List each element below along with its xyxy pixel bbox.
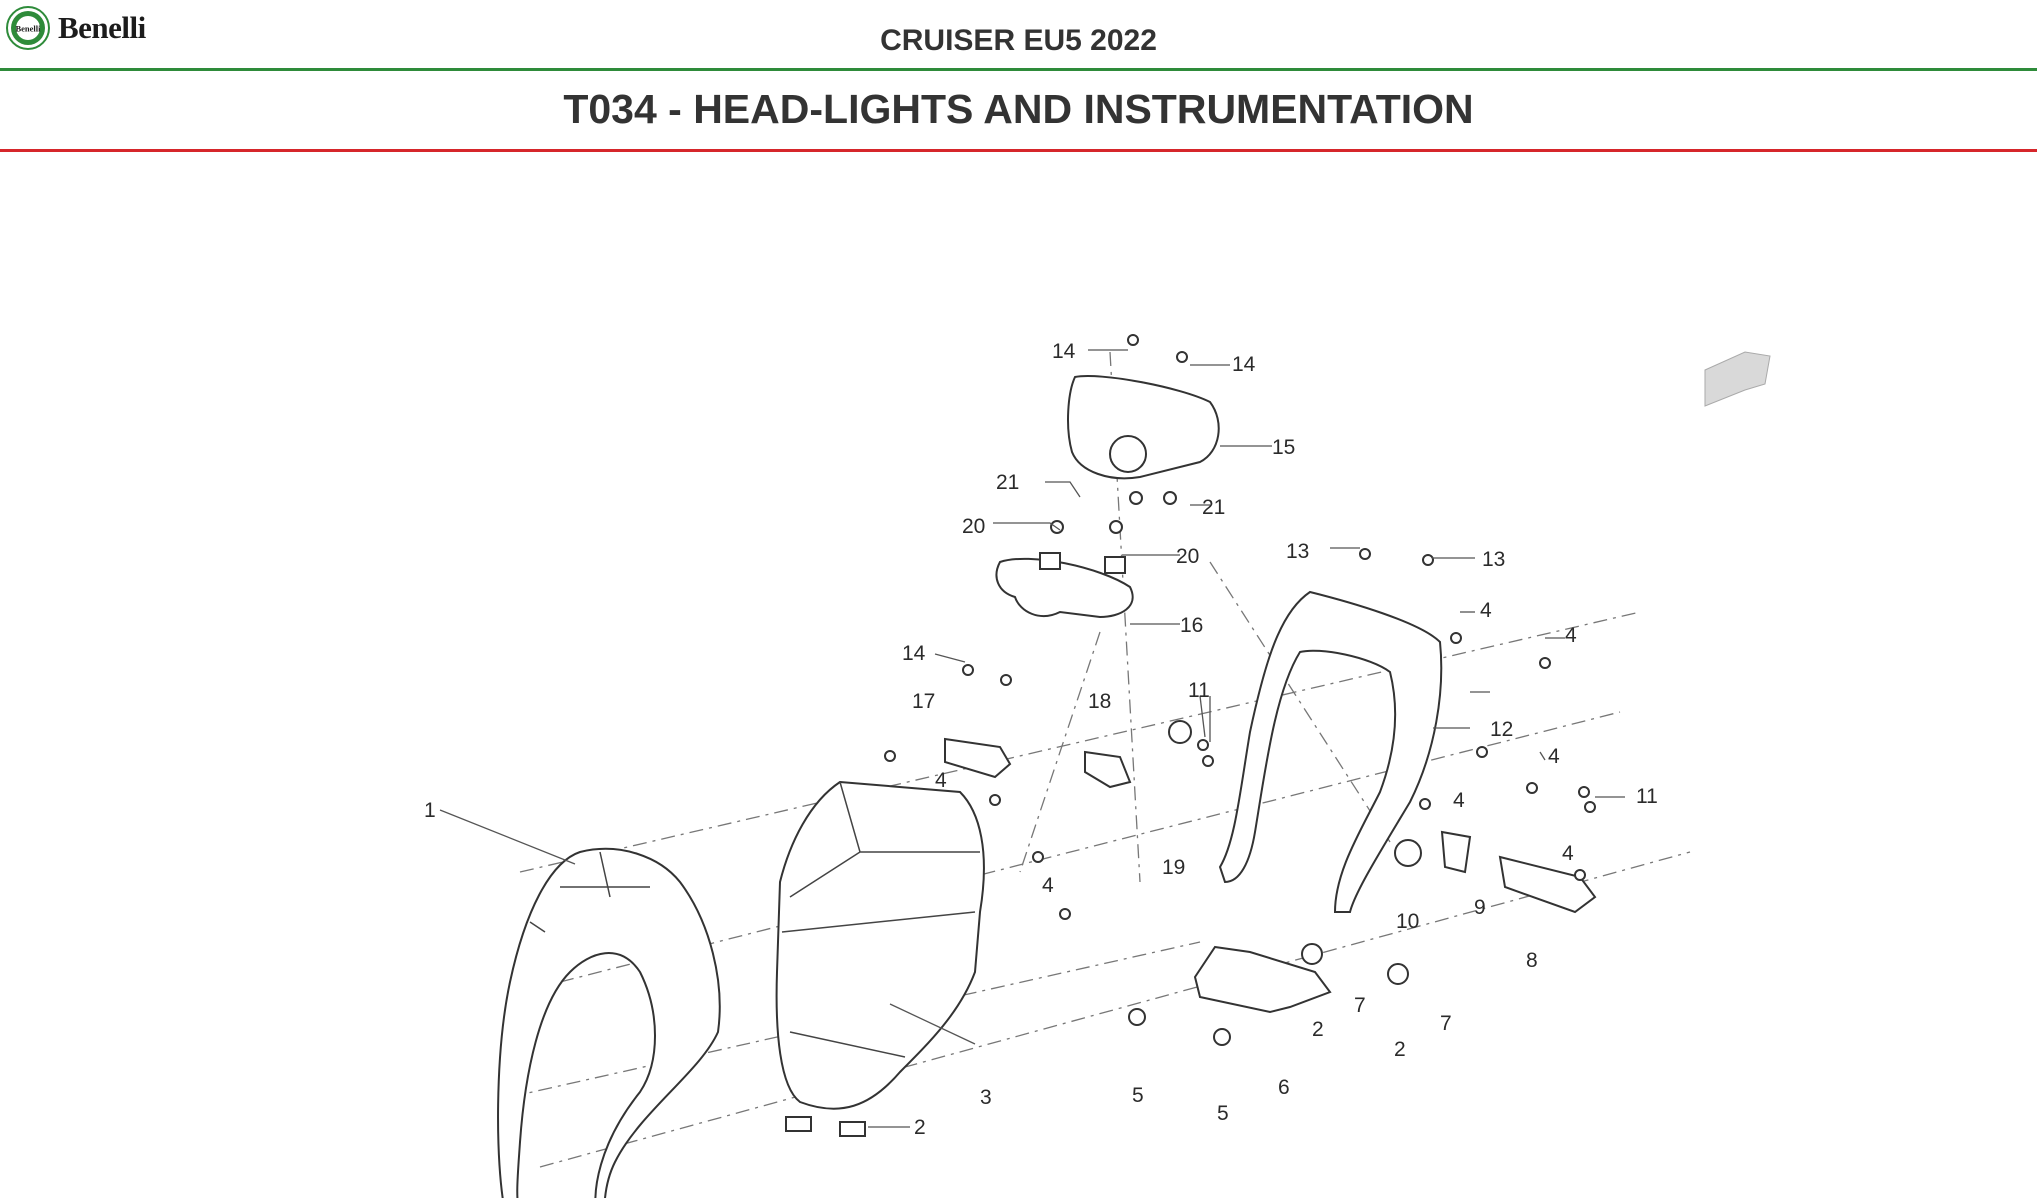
callout-14: 14 [1232, 353, 1256, 376]
callout-14: 14 [902, 642, 926, 665]
callout-12: 12 [1490, 718, 1513, 741]
callout-19: 19 [1162, 856, 1185, 879]
header-divider-red [0, 149, 2037, 152]
headlight-part [775, 780, 985, 1110]
callout-11: 11 [1188, 679, 1210, 702]
callout-2: 2 [1394, 1038, 1406, 1061]
brand-logo: Benelli Benelli [6, 6, 146, 50]
callout-4: 4 [1548, 745, 1560, 768]
callout-13: 13 [1286, 540, 1309, 563]
callout-labels: 1 2 2 2 3 4 4 4 4 4 4 4 5 5 6 7 7 8 9 10… [424, 340, 1658, 1139]
cluster-bracket-part [995, 557, 1134, 619]
callout-20: 20 [962, 515, 985, 538]
page-header: Benelli Benelli CRUISER EU5 2022 [0, 0, 2037, 68]
front-fairing-part [497, 847, 721, 1198]
fasteners [785, 334, 1596, 1137]
callout-6: 6 [1278, 1076, 1290, 1099]
callout-18: 18 [1088, 690, 1111, 713]
callout-20: 20 [1176, 545, 1199, 568]
turn-signal-left-part [944, 737, 1012, 779]
callout-4: 4 [1480, 599, 1492, 622]
logo-badge-text: Benelli [15, 24, 41, 34]
leader-lines [439, 349, 1625, 1128]
callout-7: 7 [1354, 994, 1366, 1017]
callout-4: 4 [1453, 789, 1465, 812]
lower-plate-part [1193, 945, 1332, 1014]
section-title: T034 - HEAD-LIGHTS AND INSTRUMENTATION [563, 86, 1474, 132]
callout-2: 2 [1312, 1018, 1324, 1041]
callout-3: 3 [980, 1086, 992, 1109]
callout-4: 4 [935, 769, 947, 792]
direction-arrow-icon [1704, 351, 1771, 407]
callout-9: 9 [1474, 896, 1486, 919]
instrument-cluster-part [1067, 375, 1220, 480]
exploded-parts-diagram: 1 2 2 2 3 4 4 4 4 4 4 4 5 5 6 7 7 8 9 10… [0, 152, 2037, 1198]
callout-1: 1 [424, 799, 436, 822]
callout-4: 4 [1562, 842, 1574, 865]
turn-signal-right-part [1498, 855, 1597, 914]
callout-4: 4 [1042, 874, 1054, 897]
callout-21: 21 [996, 471, 1019, 494]
callout-15: 15 [1272, 436, 1295, 459]
callout-14: 14 [1052, 340, 1076, 363]
callout-11: 11 [1636, 785, 1658, 808]
headlight-bracket-part [1218, 590, 1443, 913]
parts-diagram-svg: 1 2 2 2 3 4 4 4 4 4 4 4 5 5 6 7 7 8 9 10… [424, 334, 1771, 1198]
callout-16: 16 [1180, 614, 1203, 637]
callout-5: 5 [1132, 1084, 1144, 1107]
callout-10: 10 [1396, 910, 1419, 933]
callout-5: 5 [1217, 1102, 1229, 1125]
callout-13: 13 [1482, 548, 1505, 571]
header-divider-green [0, 68, 2037, 71]
callout-21: 21 [1202, 496, 1225, 519]
model-title: CRUISER EU5 2022 [880, 24, 1157, 57]
callout-7: 7 [1440, 1012, 1452, 1035]
callout-4: 4 [1565, 624, 1577, 647]
callout-8: 8 [1526, 949, 1538, 972]
callout-17: 17 [912, 690, 935, 713]
benelli-logo-icon: Benelli [6, 6, 50, 50]
callout-2: 2 [914, 1116, 926, 1139]
brand-name: Benelli [58, 10, 146, 45]
